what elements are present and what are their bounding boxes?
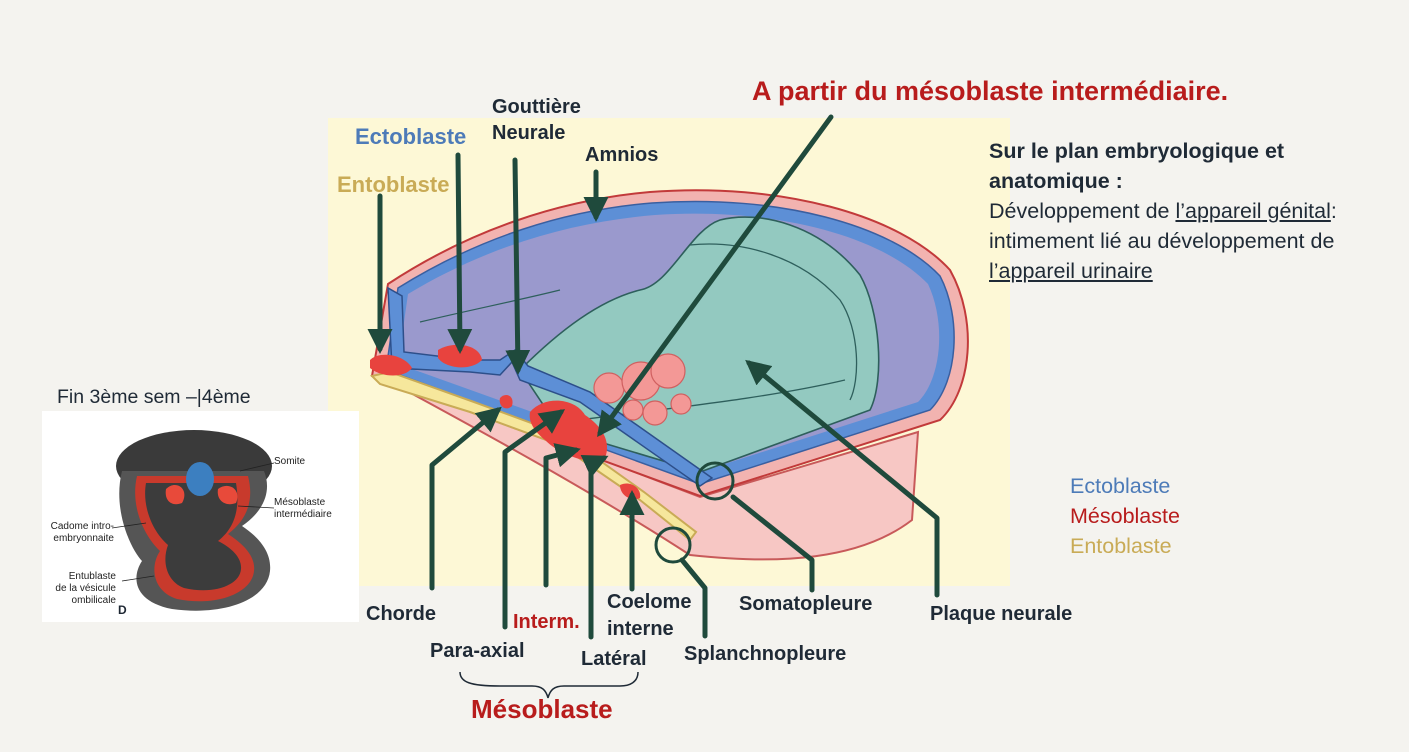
neural-plate-fold-3 xyxy=(419,289,561,323)
splanchnopleure-circle xyxy=(654,526,692,564)
label-lateral: Latéral xyxy=(581,648,647,670)
main-title: A partir du mésoblaste intermédiaire. xyxy=(752,76,1229,106)
arrows xyxy=(367,114,940,640)
mesoblaste-brace xyxy=(459,671,639,699)
section-entoblast xyxy=(370,370,698,542)
label-chorde: Chorde xyxy=(366,603,436,625)
meso-paraxial-left xyxy=(370,354,412,376)
inset-label-somite: Somite xyxy=(274,456,306,467)
label-gouttiere-neurale: Gouttière Neurale xyxy=(492,96,581,144)
inset-label-cadome: Cadome intro-embryonnaite xyxy=(50,521,114,544)
label-ectoblaste: Ectoblaste xyxy=(355,124,467,149)
description-block: Sur le plan embryologique et anatomique … xyxy=(989,136,1349,286)
description-link-urinaire: l’appareil urinaire xyxy=(989,259,1153,283)
neural-plate-fold-1 xyxy=(689,243,858,401)
legend-mesoblaste: Mésoblaste xyxy=(1070,504,1180,528)
label-amnios: Amnios xyxy=(585,144,659,166)
description-body: Développement de l’appareil génital: int… xyxy=(989,196,1349,286)
somatopleure-circle xyxy=(695,461,735,501)
yolk-sac xyxy=(371,371,920,561)
description-heading: Sur le plan embryologique et anatomique … xyxy=(989,139,1285,193)
description-link-genital: l’appareil génital xyxy=(1175,199,1331,223)
legend-entoblaste: Entoblaste xyxy=(1070,534,1172,558)
label-somatopleure: Somatopleure xyxy=(739,593,873,615)
label-entoblaste: Entoblaste xyxy=(337,172,450,197)
inset-letter: D xyxy=(118,603,127,617)
legend-ectoblaste: Ectoblaste xyxy=(1070,474,1171,498)
description-part1: Développement de xyxy=(989,199,1176,223)
label-coelome-interne: Coelome interne xyxy=(607,591,692,640)
meso-chorde xyxy=(499,394,513,409)
label-interm: Interm. xyxy=(513,611,580,633)
inset-embryo xyxy=(111,430,275,611)
label-plaque-neurale: Plaque neurale xyxy=(930,603,1073,625)
label-splanchnopleure: Splanchnopleure xyxy=(684,643,847,665)
inset-caption: Fin 3ème sem –|4ème xyxy=(57,386,251,408)
label-mesoblaste: Mésoblaste xyxy=(471,694,613,724)
label-para-axial: Para-axial xyxy=(430,640,525,662)
description-part2: : intimement lié au développement de xyxy=(989,199,1337,253)
legend: Ectoblaste Mésoblaste Entoblaste xyxy=(1070,471,1180,561)
